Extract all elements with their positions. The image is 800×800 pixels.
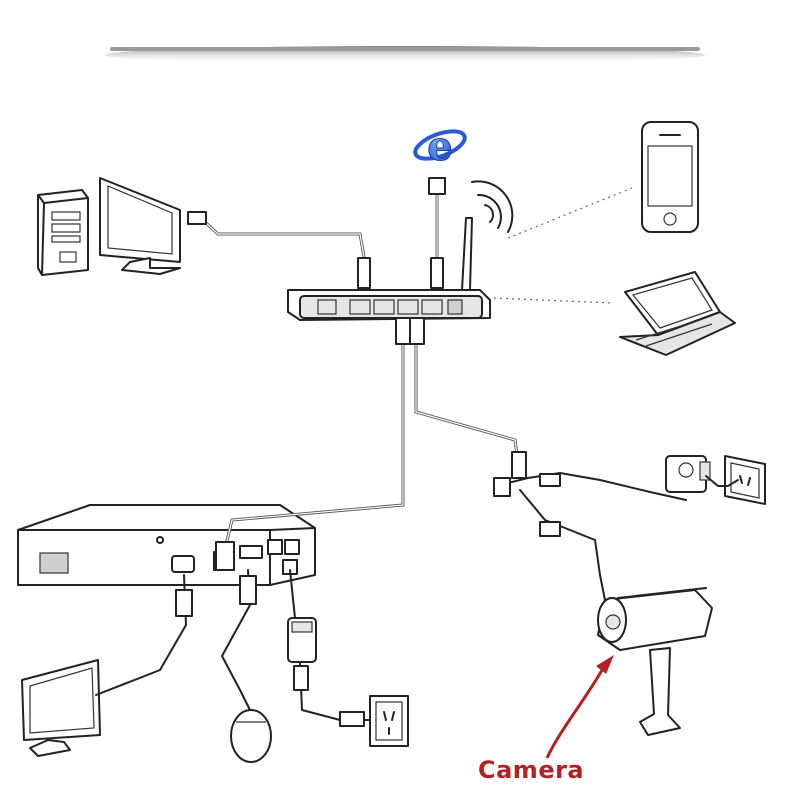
network-cables [95,177,739,727]
nvr-recorder [17,504,316,586]
camera-label: Camera [478,756,585,784]
camera-pointer-arrow [545,655,614,759]
smartphone [641,121,699,233]
wireless-link-lines [493,187,633,304]
mouse [230,709,272,763]
monitor [99,177,181,275]
wireless-signal-icon [471,180,514,233]
desktop-pc-tower [37,189,89,276]
top-shadow-bar [105,46,705,64]
monitor [21,659,101,757]
internet-explorer-icon: e [413,123,467,171]
power-outlet-icon [369,695,409,747]
svg-text:e: e [427,123,452,170]
router [287,217,491,321]
ip-camera [597,587,713,736]
power-outlet-icon [724,455,766,505]
power-adapter [287,617,317,663]
camera-power-adapter [665,455,711,493]
laptop [619,271,736,356]
